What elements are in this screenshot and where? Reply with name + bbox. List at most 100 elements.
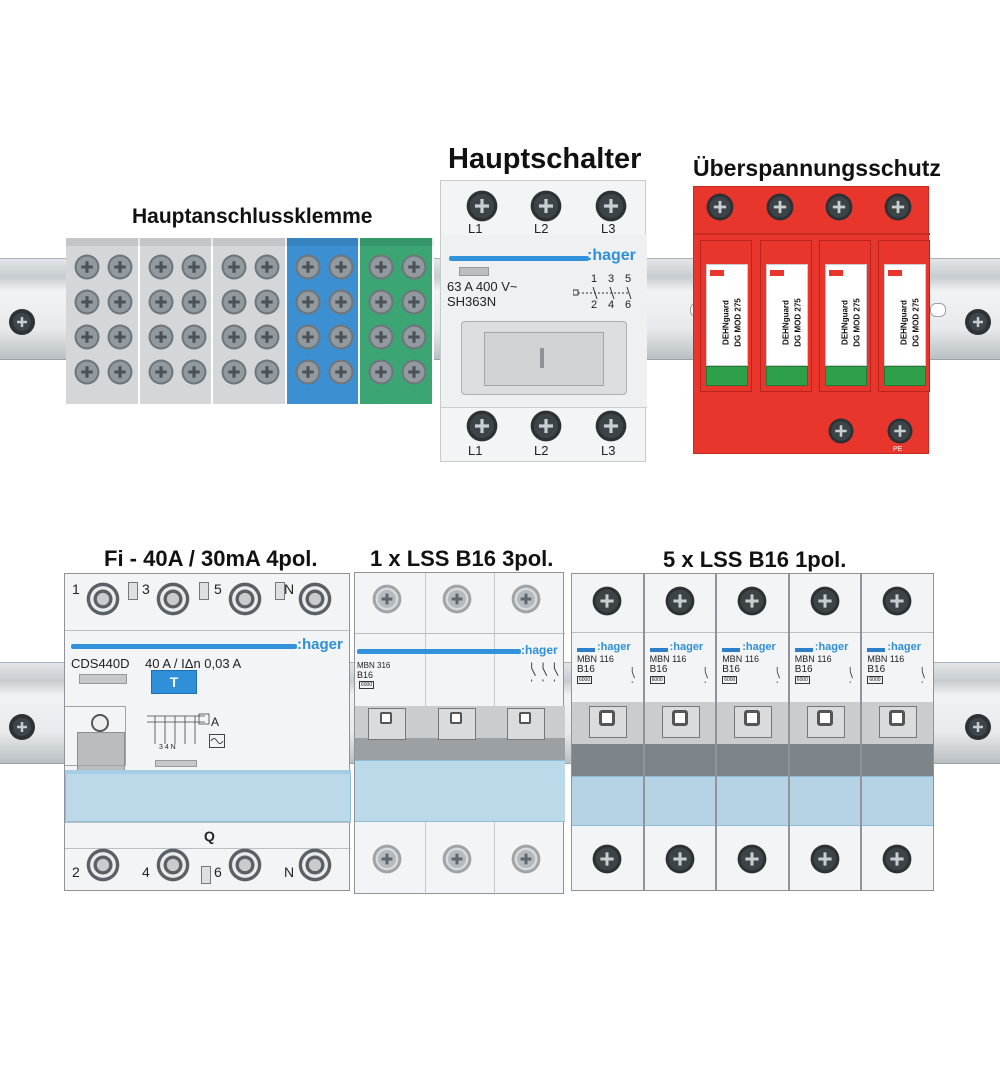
rcd-terminal-icon[interactable] — [228, 582, 262, 616]
terminal-screw-icon[interactable] — [181, 254, 207, 280]
mcb-terminal-icon[interactable] — [442, 844, 472, 874]
surge-model-label: DG MOD 275 — [911, 298, 921, 347]
terminal-screw-icon[interactable] — [181, 289, 207, 315]
surge-screw-icon[interactable] — [828, 418, 854, 444]
rail-screw-icon — [964, 713, 992, 741]
terminal-screw-icon[interactable] — [368, 359, 394, 385]
surge-screw-icon[interactable] — [706, 193, 734, 221]
rcd-terminal-icon[interactable] — [298, 848, 332, 882]
terminal-screw-icon[interactable] — [74, 289, 100, 315]
mcb-terminal-icon[interactable] — [592, 844, 622, 874]
breaker-symbol-icon — [922, 667, 926, 683]
mcb3-model: MBN 316 — [357, 661, 391, 670]
terminal-screw-icon[interactable] — [368, 324, 394, 350]
terminal-screw-icon[interactable] — [328, 254, 354, 280]
terminal-screw-icon[interactable] — [328, 359, 354, 385]
surge-screw-icon[interactable] — [887, 418, 913, 444]
terminal-screw-icon[interactable] — [181, 359, 207, 385]
main-switch-title: Hauptschalter — [448, 143, 642, 175]
rcd-terminal-icon[interactable] — [156, 848, 190, 882]
terminal-screw-icon[interactable] — [368, 289, 394, 315]
mcb1-class: 6000 — [867, 676, 883, 684]
terminal-screw-icon[interactable] — [401, 324, 427, 350]
terminal-screw-icon[interactable] — [295, 289, 321, 315]
terminal-screw-icon[interactable] — [107, 254, 133, 280]
breaker-symbol-icon — [531, 662, 559, 682]
hager-logo: :hager — [521, 643, 558, 657]
pole-bottom-4: 4 — [608, 299, 615, 311]
terminal-screw-icon[interactable] — [107, 324, 133, 350]
terminal-screw-icon[interactable] — [254, 359, 280, 385]
terminal-screw-icon[interactable] — [181, 324, 207, 350]
terminal-screw-icon[interactable] — [221, 289, 247, 315]
terminal-screw-icon[interactable] — [295, 254, 321, 280]
surge-screw-icon[interactable] — [884, 193, 912, 221]
surge-title: Überspannungsschutz — [693, 155, 941, 181]
terminal-screw-icon[interactable] — [254, 254, 280, 280]
terminal-screw-icon[interactable] — [221, 254, 247, 280]
mcb-terminal-icon[interactable] — [665, 844, 695, 874]
terminal-screw-icon[interactable] — [401, 289, 427, 315]
terminal-screw-icon[interactable] — [401, 254, 427, 280]
terminal-screw-icon[interactable] — [530, 410, 562, 442]
rcd-terminal-icon[interactable] — [298, 582, 332, 616]
mcb-terminal-icon[interactable] — [737, 586, 767, 616]
terminal-screw-icon[interactable] — [595, 410, 627, 442]
terminal-screw-icon[interactable] — [148, 289, 174, 315]
terminal-screw-icon[interactable] — [148, 359, 174, 385]
pe-mark: PE — [893, 446, 903, 453]
mcb-terminal-icon[interactable] — [882, 844, 912, 874]
rcd-test-button[interactable]: T — [151, 670, 197, 694]
rcd-terminal-icon[interactable] — [86, 848, 120, 882]
terminal-screw-icon[interactable] — [328, 324, 354, 350]
mcb-terminal-icon[interactable] — [882, 586, 912, 616]
rail-screw-icon — [964, 308, 992, 336]
mcb-terminal-icon[interactable] — [810, 586, 840, 616]
mcb-terminal-icon[interactable] — [442, 584, 472, 614]
mcb-terminal-icon[interactable] — [665, 586, 695, 616]
terminal-screw-icon[interactable] — [107, 289, 133, 315]
rcd-terminal-icon[interactable] — [228, 848, 262, 882]
mcb-terminal-icon[interactable] — [511, 584, 541, 614]
rcd-schematic-icon — [147, 713, 210, 744]
switch-lever[interactable] — [461, 321, 627, 395]
terminal-screw-icon[interactable] — [74, 324, 100, 350]
terminal-screw-icon[interactable] — [595, 190, 627, 222]
mcb-terminal-icon[interactable] — [592, 586, 622, 616]
terminal-screw-icon[interactable] — [221, 359, 247, 385]
mcb1-class: 6000 — [722, 676, 738, 684]
terminal-screw-icon[interactable] — [74, 359, 100, 385]
rcd-terminal-icon[interactable] — [156, 582, 190, 616]
mcb-terminal-icon[interactable] — [511, 844, 541, 874]
terminal-screw-icon[interactable] — [148, 324, 174, 350]
pole-top-5: 5 — [625, 273, 632, 285]
terminal-screw-icon[interactable] — [328, 289, 354, 315]
terminal-screw-icon[interactable] — [368, 254, 394, 280]
mcb3-rating: B16 — [357, 670, 374, 680]
rail-screw-icon — [8, 713, 36, 741]
terminal-screw-icon[interactable] — [295, 359, 321, 385]
mcb-terminal-icon[interactable] — [737, 844, 767, 874]
hager-logo: :hager — [887, 641, 922, 653]
mcb-terminal-icon[interactable] — [372, 584, 402, 614]
terminal-screw-icon[interactable] — [148, 254, 174, 280]
terminal-screw-icon[interactable] — [254, 289, 280, 315]
main-terminal-title: Hauptanschlussklemme — [132, 205, 373, 228]
terminal-screw-icon[interactable] — [107, 359, 133, 385]
terminal-screw-icon[interactable] — [221, 324, 247, 350]
terminal-screw-icon[interactable] — [254, 324, 280, 350]
rcd-terminal-icon[interactable] — [86, 582, 120, 616]
surge-brand-label: DEHNguard — [840, 300, 850, 345]
terminal-screw-icon[interactable] — [466, 410, 498, 442]
terminal-screw-icon[interactable] — [74, 254, 100, 280]
terminal-screw-icon[interactable] — [295, 324, 321, 350]
terminal-screw-icon[interactable] — [530, 190, 562, 222]
terminal-screw-icon[interactable] — [401, 359, 427, 385]
surge-screw-icon[interactable] — [825, 193, 853, 221]
rcd-bottom-label: 6 — [214, 864, 222, 880]
mcb-terminal-icon[interactable] — [372, 844, 402, 874]
terminal-label-bottom-l1: L1 — [468, 443, 483, 458]
terminal-screw-icon[interactable] — [466, 190, 498, 222]
mcb-terminal-icon[interactable] — [810, 844, 840, 874]
surge-screw-icon[interactable] — [766, 193, 794, 221]
